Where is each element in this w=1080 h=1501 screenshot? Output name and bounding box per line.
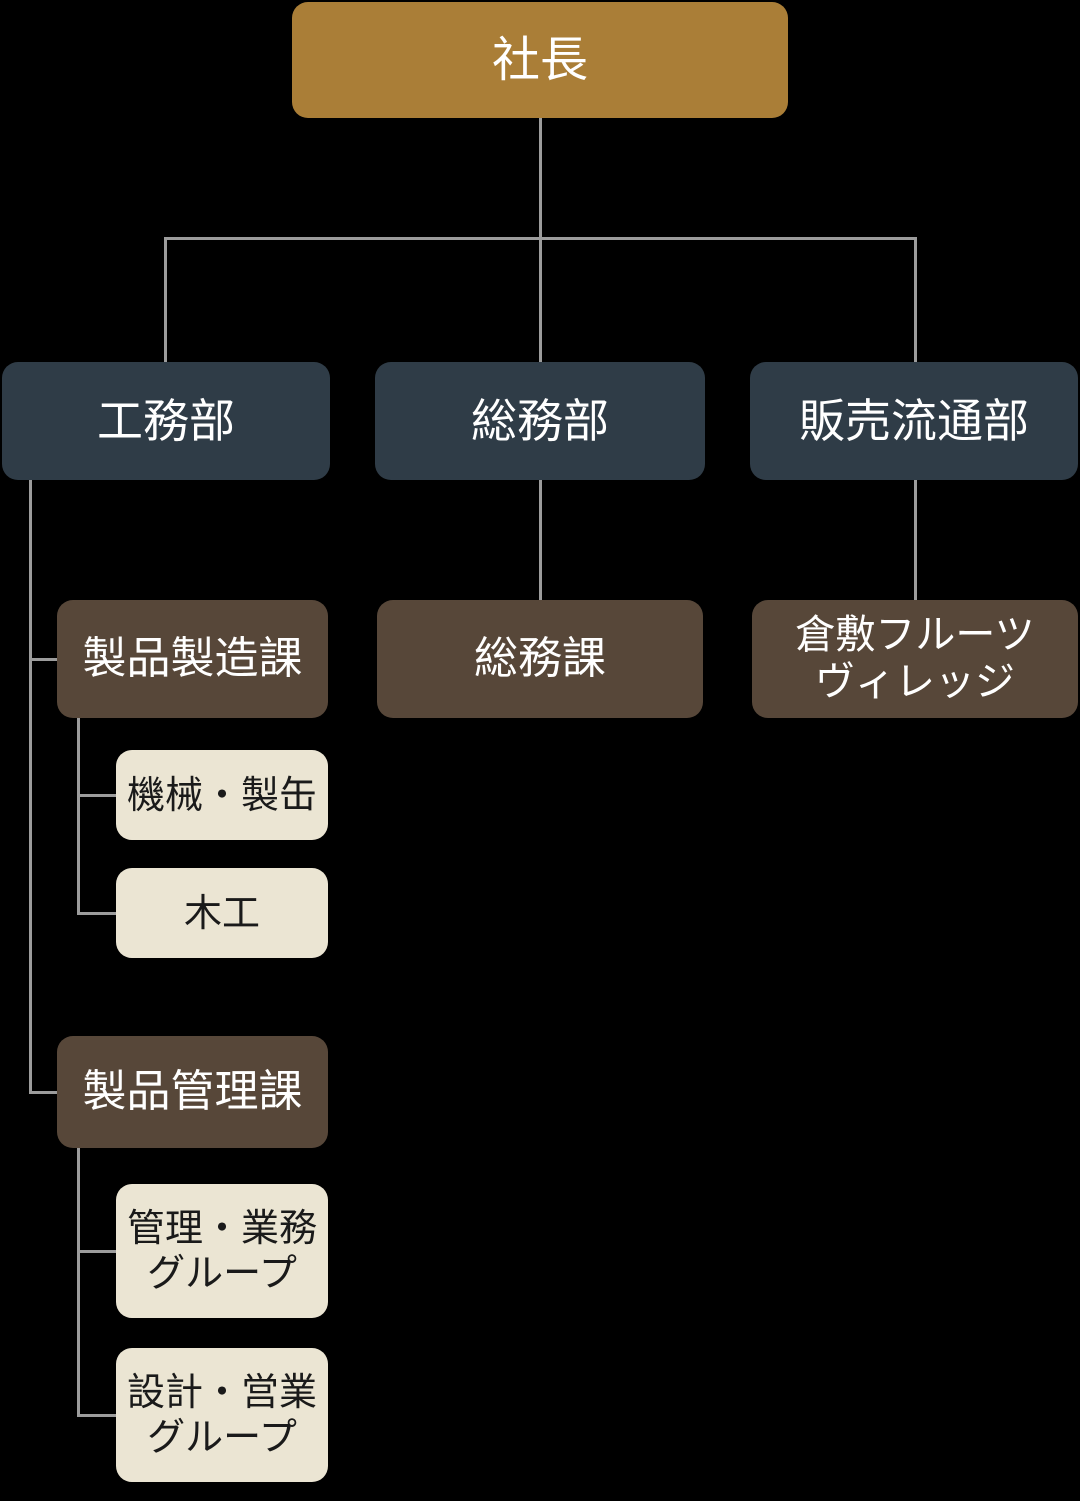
connector-stub-kikai (77, 794, 117, 797)
node-group-sekkei-eigyou-label-line2: グループ (147, 1415, 297, 1459)
node-president-label: 社長 (491, 31, 588, 88)
node-section-soumuka-label: 総務課 (474, 633, 606, 685)
node-section-kanri-label: 製品管理課 (82, 1066, 303, 1118)
connector-to-soumu (539, 237, 542, 363)
node-group-mokkou: 木工 (116, 868, 328, 958)
node-group-kikai: 機械・製缶 (116, 750, 328, 840)
node-group-sekkei-eigyou: 設計・営業 グループ (116, 1348, 328, 1482)
node-dept-hanbai: 販売流通部 (750, 362, 1078, 480)
node-section-kurashiki: 倉敷フルーツ ヴィレッジ (752, 600, 1078, 718)
node-group-kikai-label: 機械・製缶 (126, 772, 317, 817)
node-dept-hanbai-label: 販売流通部 (799, 393, 1029, 448)
node-group-kanri-gyoumu-label-line2: グループ (147, 1251, 297, 1295)
connector-koumu-trunk (29, 479, 32, 1093)
connector-stub-sekkei-eigyou (77, 1414, 117, 1417)
node-dept-koumu-label: 工務部 (97, 393, 235, 448)
connector-kanri-trunk (77, 1147, 80, 1416)
node-president: 社長 (292, 2, 788, 118)
connector-president-down (539, 118, 542, 240)
node-group-mokkou-label: 木工 (183, 890, 260, 935)
node-section-kurashiki-label-line2: ヴィレッジ (815, 659, 1015, 705)
connector-to-hanbai (914, 237, 917, 363)
node-dept-soumu-label: 総務部 (471, 393, 609, 448)
node-section-kanri: 製品管理課 (57, 1036, 328, 1148)
node-dept-soumu: 総務部 (375, 362, 705, 480)
connector-to-koumu (164, 237, 167, 363)
node-group-kanri-gyoumu: 管理・業務 グループ (116, 1184, 328, 1318)
connector-seizou-trunk (77, 717, 80, 914)
node-dept-koumu: 工務部 (2, 362, 330, 480)
node-section-kurashiki-label-line1: 倉敷フルーツ (795, 611, 1035, 658)
connector-hanbai-to-kurashiki (914, 479, 917, 601)
node-group-kanri-gyoumu-label-line1: 管理・業務 (126, 1206, 317, 1251)
connector-stub-seizou (29, 658, 59, 661)
connector-soumu-to-soumuka (539, 479, 542, 601)
node-section-seizou: 製品製造課 (57, 600, 328, 718)
connector-stub-kanri (29, 1091, 59, 1094)
node-section-seizou-label: 製品製造課 (82, 633, 303, 685)
node-section-soumuka: 総務課 (377, 600, 703, 718)
connector-stub-kanri-gyoumu (77, 1250, 117, 1253)
node-group-sekkei-eigyou-label-line1: 設計・営業 (126, 1370, 317, 1415)
connector-stub-mokkou (77, 912, 117, 915)
